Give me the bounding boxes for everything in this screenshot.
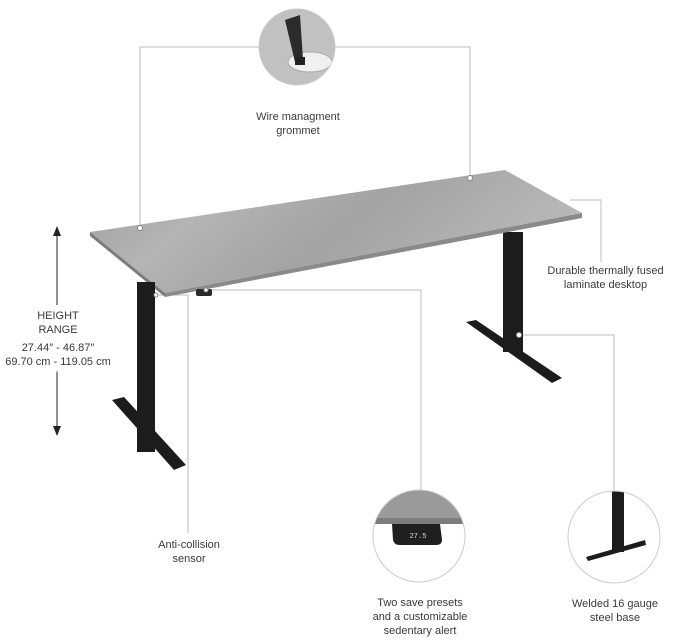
presets-label-line1: Two save presets — [377, 597, 463, 609]
presets-detail-circle: 27.5 — [372, 489, 466, 583]
right-leg — [466, 232, 562, 383]
grommet-detail-circle — [258, 8, 336, 86]
height-arrows — [53, 226, 61, 436]
laminate-label-line1: Durable thermally fused — [547, 265, 664, 277]
sensor-label: Anti-collision sensor — [130, 538, 248, 566]
sensor-label-line2: sensor — [172, 553, 206, 565]
presets-label: Two save presets and a customizable sede… — [355, 596, 485, 638]
base-detail-circle — [567, 490, 661, 584]
height-display: 27.5 — [410, 533, 427, 541]
grommet-label: Wire managment grommet — [228, 110, 368, 138]
laminate-label-line2: laminate desktop — [563, 279, 648, 291]
desktop — [90, 170, 582, 297]
height-range-cm: 69.70 cm - 119.05 cm — [5, 356, 111, 368]
presets-label-line3: sedentary alert — [383, 625, 457, 637]
base-label-line2: steel base — [589, 612, 641, 624]
laminate-label: Durable thermally fused laminate desktop — [532, 264, 679, 292]
base-label: Welded 16 gauge steel base — [555, 597, 675, 625]
grommet-label-line2: grommet — [276, 125, 320, 137]
base-label-line1: Welded 16 gauge — [571, 598, 659, 610]
left-leg — [112, 282, 186, 470]
height-range-title-2: RANGE — [38, 324, 78, 336]
sensor-label-line1: Anti-collision — [158, 539, 220, 551]
height-range-title: HEIGHT — [37, 310, 79, 322]
presets-label-line2: and a customizable — [372, 611, 468, 623]
height-range-inches: 27.44″ - 46.87″ — [21, 342, 95, 354]
grommet-label-line1: Wire managment — [256, 111, 340, 123]
height-range-label: HEIGHT RANGE 27.44″ - 46.87″ 69.70 cm - … — [0, 309, 116, 369]
